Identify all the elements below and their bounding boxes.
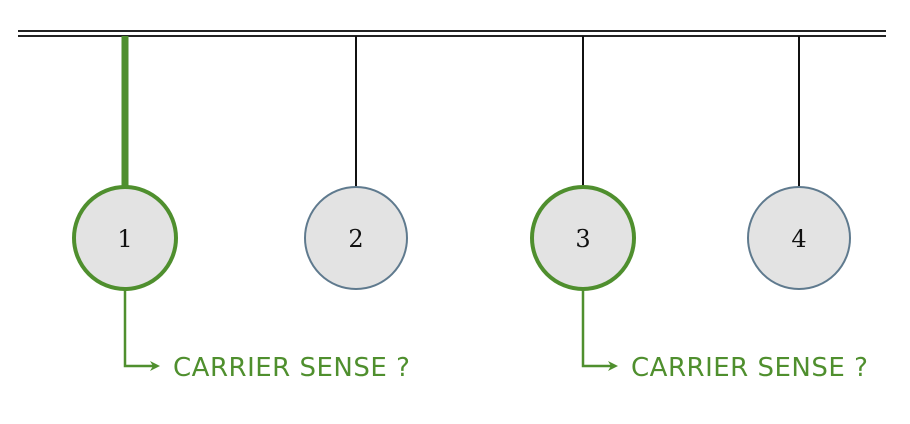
node-4-label: 4 [791,225,806,253]
arrow-right-icon [123,289,160,371]
node-2-circle [304,186,408,290]
node-1: 1 [72,36,178,291]
node-1-label: 1 [117,225,132,253]
node-3: 3 [530,36,636,291]
carrier-sense-annotation-node-1: CARRIER SENSE ? [123,289,410,383]
carrier-sense-annotation-node-3: CARRIER SENSE ? [581,289,868,383]
carrier-sense-label-node-3: CARRIER SENSE ? [631,353,868,383]
shared-bus [18,30,886,37]
node-3-label: 3 [575,225,590,253]
node-2: 2 [304,36,408,290]
carrier-sense-label-node-1: CARRIER SENSE ? [173,353,410,383]
node-4: 4 [747,36,851,290]
arrow-right-icon [581,289,618,371]
node-4-circle [747,186,851,290]
node-2-label: 2 [348,225,363,253]
